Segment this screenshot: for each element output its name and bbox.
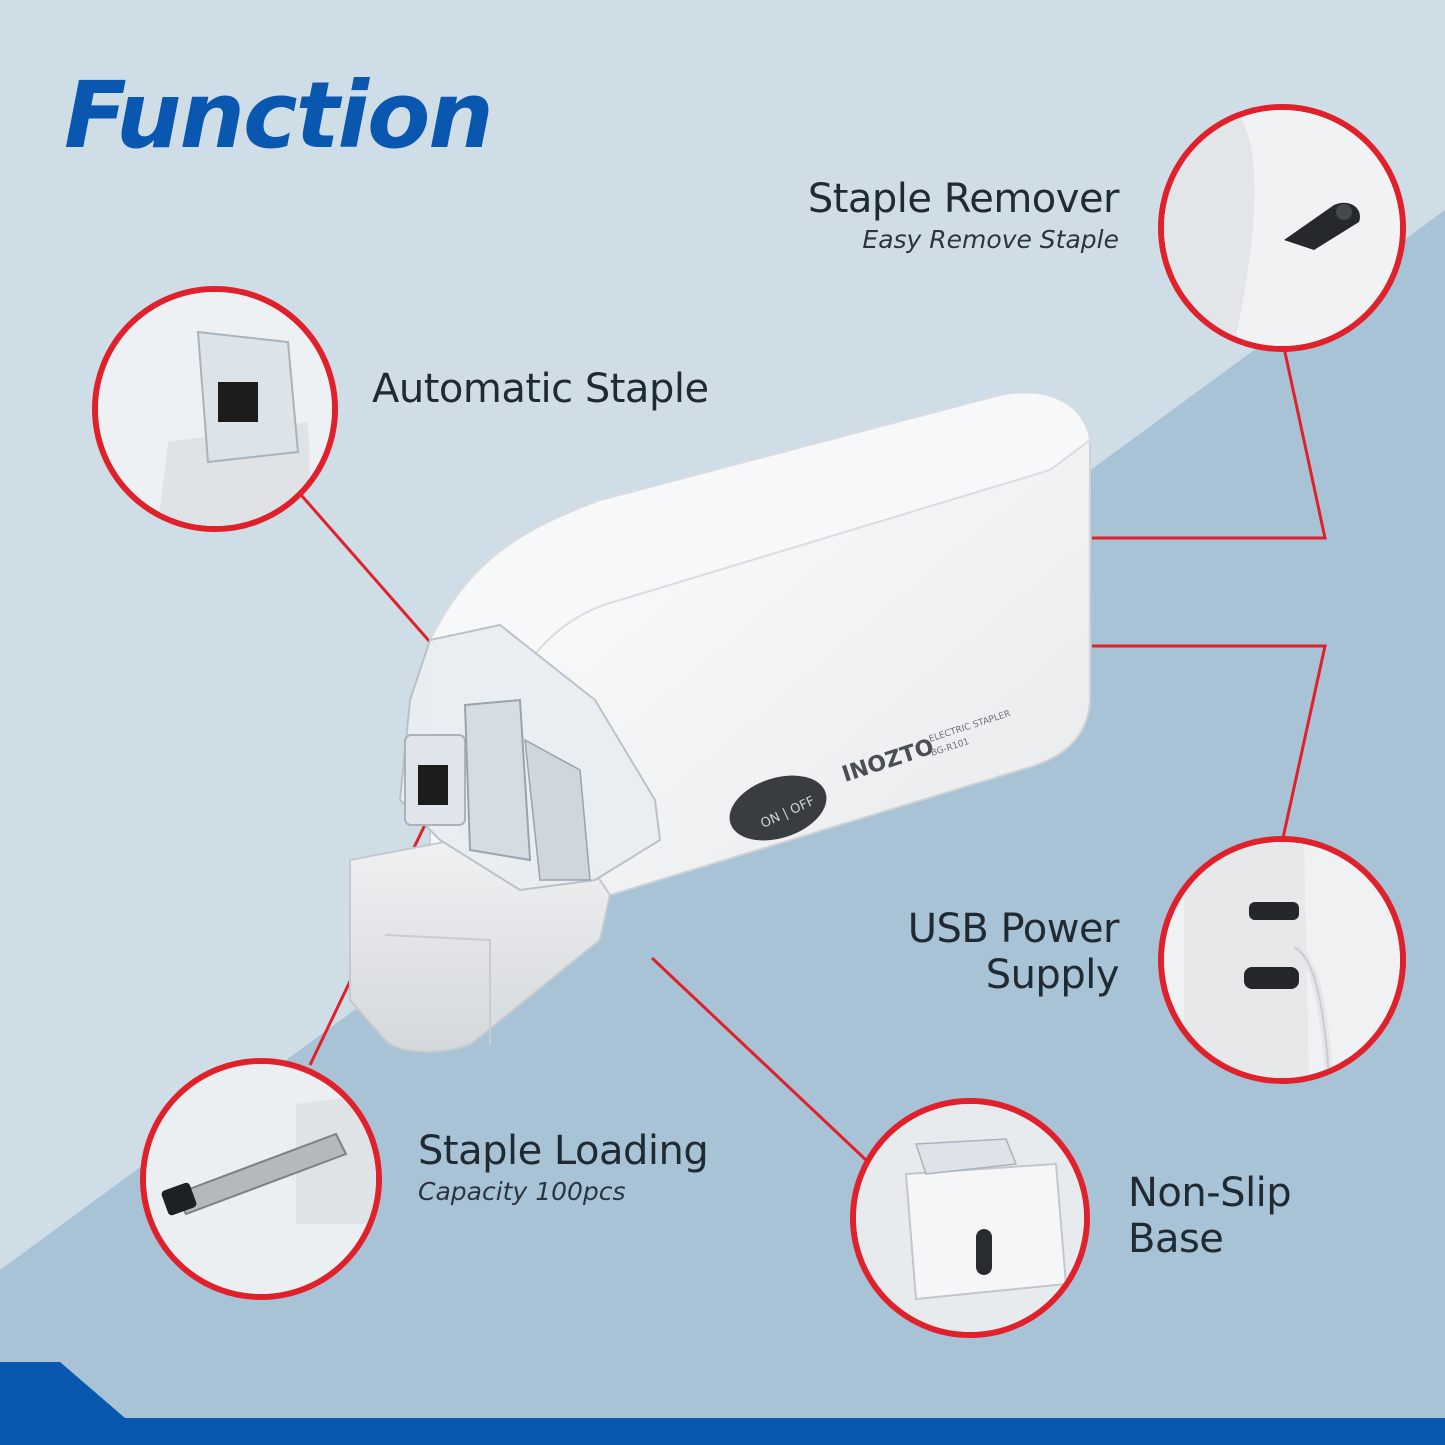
- non-slip-title-line2: Base: [1128, 1216, 1224, 1262]
- label-staple-remover: Staple Remover Easy Remove Staple: [807, 176, 1120, 255]
- circle-non-slip-base: [850, 1098, 1090, 1338]
- label-automatic-staple: Automatic Staple: [372, 366, 709, 412]
- automatic-staple-title: Automatic Staple: [372, 366, 709, 412]
- circle-usb-power: [1158, 836, 1406, 1084]
- usb-power-title-line2: Supply: [985, 952, 1120, 998]
- staple-remover-subtitle: Easy Remove Staple: [862, 225, 1119, 254]
- staple-loading-subtitle: Capacity 100pcs: [418, 1177, 626, 1206]
- line-non-slip: [650, 956, 868, 1162]
- line-usb-power: [1092, 644, 1327, 839]
- power-switch: [729, 775, 827, 841]
- usb-power-title-line1: USB Power: [907, 906, 1120, 952]
- label-non-slip-base: Non-Slip Base: [1128, 1170, 1292, 1262]
- non-slip-pad: [976, 1229, 992, 1275]
- label-staple-loading: Staple Loading Capacity 100pcs: [418, 1128, 709, 1207]
- circle-staple-loading: [140, 1058, 382, 1300]
- circle-automatic-staple: [92, 286, 338, 532]
- page-title: Function: [64, 62, 494, 169]
- staple-remover-title: Staple Remover: [807, 176, 1120, 222]
- non-slip-title-line1: Non-Slip: [1128, 1170, 1292, 1216]
- label-usb-power: USB Power Supply: [907, 906, 1120, 998]
- circle-staple-remover: [1158, 104, 1406, 352]
- staple-loading-title: Staple Loading: [418, 1128, 709, 1174]
- line-staple-remover: [1092, 342, 1327, 540]
- line-automatic-staple: [293, 487, 432, 643]
